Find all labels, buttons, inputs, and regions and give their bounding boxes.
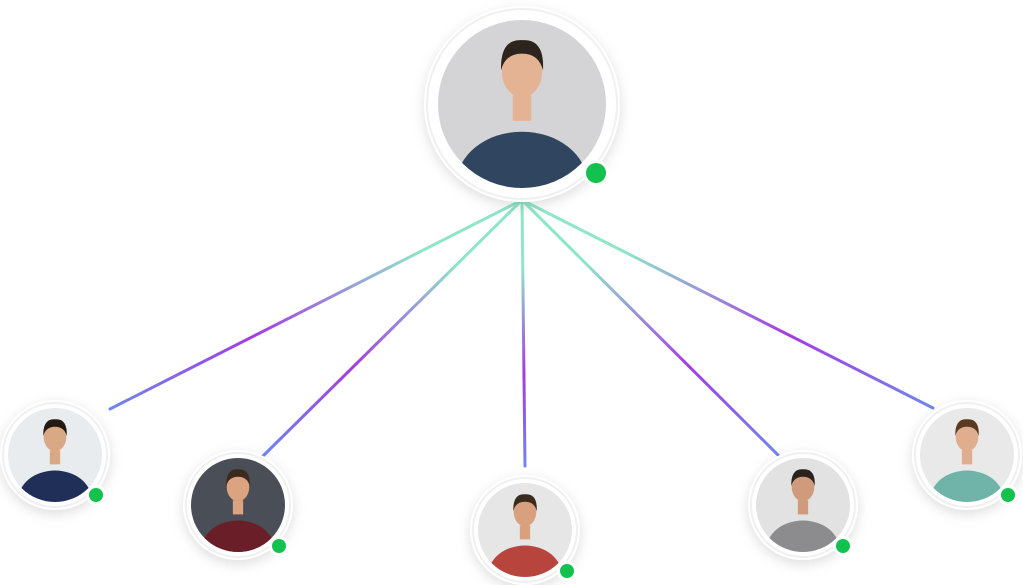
member-avatar[interactable] [748,450,858,579]
avatar-photo [920,408,1014,502]
online-status-dot [836,539,850,553]
member-avatar[interactable] [0,400,110,529]
connection-line [520,198,935,410]
connection-line [520,198,527,468]
connection-line [261,198,524,458]
connection-lines [108,198,935,468]
online-status-dot [1001,488,1015,502]
avatar-photo [756,458,850,552]
avatar-nodes [0,6,1022,585]
connection-line [520,198,780,457]
avatar-photo [478,483,572,577]
online-status-dot [89,488,103,502]
avatar-photo [438,20,606,188]
member-avatar[interactable] [912,400,1022,529]
avatar-photo [8,408,102,502]
online-status-dot [272,539,286,553]
member-avatar[interactable] [183,450,293,579]
online-status-dot [560,564,574,578]
member-avatar[interactable] [470,475,580,585]
online-status-dot [586,163,606,183]
avatar-photo [191,458,285,552]
connection-line [108,198,524,411]
lead-avatar[interactable] [424,6,620,236]
